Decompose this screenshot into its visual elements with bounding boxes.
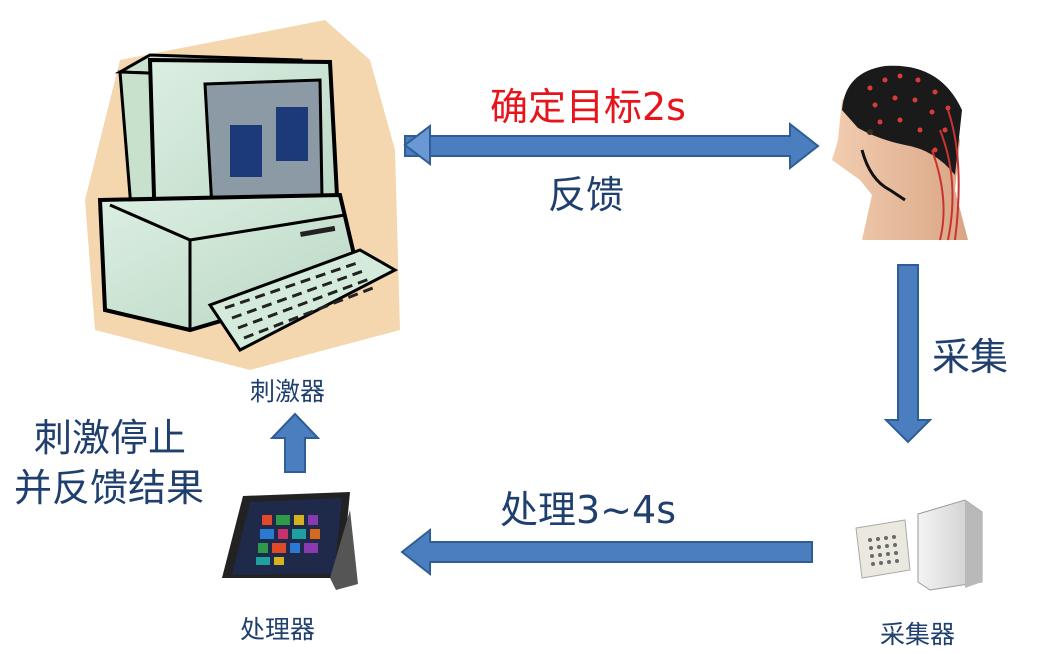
eeg-head-illustration bbox=[832, 65, 968, 241]
computer-illustration bbox=[85, 20, 400, 370]
arrow-feedback-to-computer bbox=[403, 123, 431, 167]
arrow-head-to-acquirer bbox=[883, 264, 933, 444]
arrow-stimulus-to-head bbox=[404, 121, 820, 171]
acquirer-label: 采集器 bbox=[880, 620, 956, 649]
stop-label-line1: 刺激停止 bbox=[34, 416, 187, 460]
screen-target-left bbox=[230, 125, 262, 177]
arrow-acquirer-to-processor bbox=[400, 527, 813, 577]
feedback-label: 反馈 bbox=[548, 173, 625, 217]
screen-target-right bbox=[276, 107, 308, 161]
arrow-processor-to-stimulator bbox=[269, 412, 321, 473]
acquisition-label: 采集 bbox=[932, 335, 1009, 379]
processor-label: 处理器 bbox=[240, 615, 316, 644]
stop-label-line2: 并反馈结果 bbox=[14, 466, 205, 510]
stimulus-duration-label: 确定目标2s bbox=[490, 85, 686, 129]
tablet-illustration bbox=[222, 492, 358, 590]
processing-duration-label: 处理3~4s bbox=[500, 488, 676, 532]
acquisition-device-illustration bbox=[855, 499, 983, 591]
stimulator-label: 刺激器 bbox=[250, 377, 326, 406]
